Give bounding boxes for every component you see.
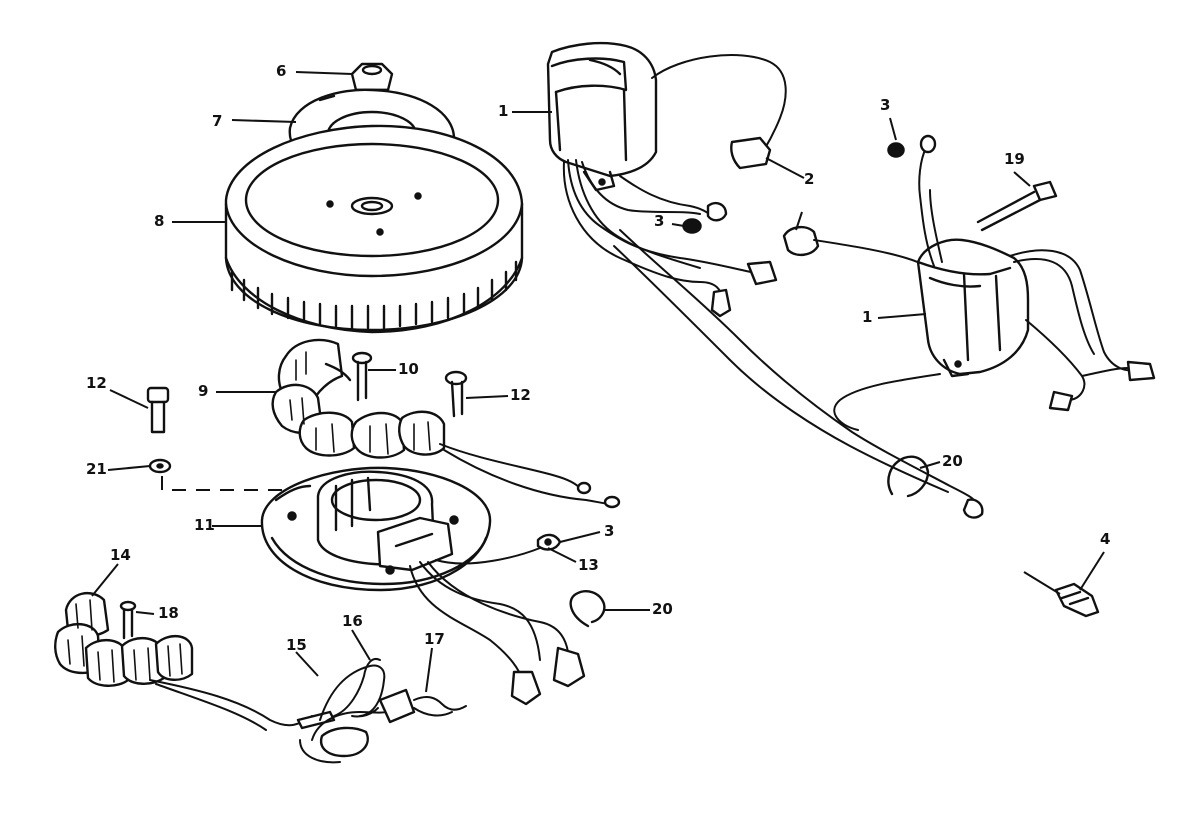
callout-1-lower: 1 xyxy=(862,308,873,326)
charging-stator-coils xyxy=(271,338,446,459)
callout-20-lower: 20 xyxy=(652,600,673,618)
callout-11: 11 xyxy=(194,516,215,534)
coil-screw xyxy=(119,600,137,640)
battery-charging-coil xyxy=(54,591,194,687)
callout-21: 21 xyxy=(86,460,107,478)
alignment-dash-line xyxy=(161,476,286,491)
stator-screw xyxy=(351,351,373,402)
callout-19: 19 xyxy=(1004,150,1025,168)
callout-10: 10 xyxy=(398,360,419,378)
callout-12-center: 12 xyxy=(510,386,531,404)
callout-7: 7 xyxy=(212,112,223,130)
washer-upper-middle xyxy=(682,218,702,234)
stator-wiring xyxy=(409,443,621,706)
switch-box-lower xyxy=(916,238,1030,378)
temperature-sensor xyxy=(1054,582,1100,618)
callout-14: 14 xyxy=(110,546,131,564)
wire-retainer-ring-upper xyxy=(887,455,930,498)
callout-1-upper: 1 xyxy=(498,102,509,120)
callout-16: 16 xyxy=(342,612,363,630)
callout-18: 18 xyxy=(158,604,179,622)
coil-wiring xyxy=(149,658,467,764)
flywheel xyxy=(224,124,524,334)
lower-switch-box-wiring xyxy=(833,134,1156,431)
washer-upper-right xyxy=(887,142,905,158)
switch-box-upper xyxy=(546,41,658,192)
callout-9: 9 xyxy=(198,382,209,400)
flywheel-nut xyxy=(350,62,394,92)
callout-17: 17 xyxy=(424,630,445,648)
callout-20-upper: 20 xyxy=(942,452,963,470)
wire-retainer-ring-lower xyxy=(569,590,606,628)
callout-8: 8 xyxy=(154,212,165,230)
callout-2: 2 xyxy=(804,170,815,188)
timer-base-screw xyxy=(444,370,468,418)
callout-3-upper-right: 3 xyxy=(880,96,891,114)
callout-12-left: 12 xyxy=(86,374,107,392)
callout-13: 13 xyxy=(578,556,599,574)
spark-plug-boot xyxy=(782,225,935,277)
callout-3-lower: 3 xyxy=(604,522,615,540)
mounting-bolt xyxy=(976,180,1058,232)
upper-switch-box-wiring xyxy=(562,54,984,519)
callout-4: 4 xyxy=(1100,530,1111,548)
callout-15: 15 xyxy=(286,636,307,654)
mounting-screw-left xyxy=(146,386,170,434)
leader-lines xyxy=(91,71,1105,693)
washer xyxy=(148,458,172,474)
callout-3-upper-middle: 3 xyxy=(654,212,665,230)
timer-base-trigger-plate xyxy=(260,466,492,592)
callout-6: 6 xyxy=(276,62,287,80)
